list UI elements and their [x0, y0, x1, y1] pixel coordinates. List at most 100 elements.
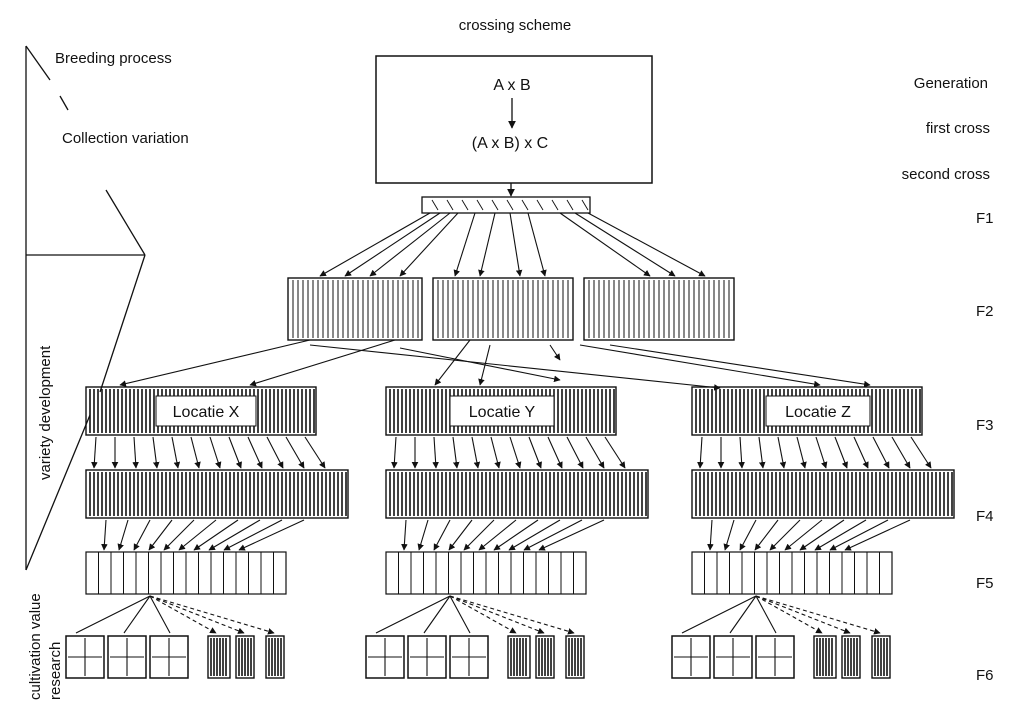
f6-bar — [507, 635, 531, 679]
f5-to-f6-dashed — [755, 595, 881, 635]
f4-row-outline — [85, 469, 349, 519]
f5-to-f6-line — [75, 595, 151, 634]
f3-to-f4-arrow — [304, 436, 326, 469]
f2-to-f3-arrow — [249, 339, 396, 387]
f6-grid — [149, 635, 189, 679]
f3-to-f4-arrow — [266, 436, 284, 469]
f3-to-f4-arrow — [796, 436, 807, 469]
f3-to-f4-arrow — [528, 436, 542, 469]
f3-to-f4-arrow — [585, 436, 605, 469]
f6-bar-outline — [871, 635, 891, 679]
f1-to-f2-arrow — [574, 212, 676, 277]
f6-grid — [65, 635, 105, 679]
f3-to-f4-arrow — [132, 436, 139, 469]
generation-f1: F1 — [976, 210, 994, 227]
f4-to-f5-arrow — [117, 519, 129, 551]
f3-to-f4-arrow — [853, 436, 869, 469]
f6-grid-outline — [407, 635, 447, 679]
f4-to-f5-arrow — [208, 519, 261, 551]
f3-row-outline — [385, 386, 617, 436]
f4-to-f5-arrow — [493, 519, 539, 551]
f4-to-f5-arrow — [148, 519, 173, 551]
f4-to-f5-arrow — [101, 519, 108, 551]
f6-grid-outline — [365, 635, 405, 679]
variety-development-label: variety development — [37, 345, 54, 480]
f3-to-f4-arrow — [452, 436, 460, 469]
f6-grid-outline — [149, 635, 189, 679]
f2-box-right-outline — [583, 277, 735, 341]
location-y-label-box — [449, 395, 555, 427]
f4-to-f5-arrow — [163, 519, 195, 551]
location-x-label: Locatie X — [173, 404, 240, 421]
f5-to-f6-dashed — [755, 595, 851, 634]
f3-to-f4-arrow — [891, 436, 911, 469]
diagram-title: crossing scheme — [459, 17, 572, 34]
left-bracket — [25, 45, 146, 571]
f6-bar-outline — [813, 635, 837, 679]
f5-to-f6-dashed — [149, 595, 275, 635]
f6-grid-outline — [107, 635, 147, 679]
f4-to-f5-arrow — [508, 519, 561, 551]
crossing-box — [375, 55, 653, 184]
first-cross-label: first cross — [926, 120, 990, 137]
f6-bar-outline — [507, 635, 531, 679]
f5-to-f6-line — [149, 595, 171, 634]
first-cross-formula: A x B — [493, 77, 530, 94]
f3-to-f4-arrow — [697, 436, 704, 469]
f1-to-f2-arrow — [478, 212, 496, 277]
f4-to-f5-arrow — [739, 519, 757, 551]
f1-tick — [431, 199, 439, 211]
f6-bar — [871, 635, 891, 679]
f4-row-outline — [691, 469, 955, 519]
f5-to-f6-line — [449, 595, 471, 634]
f5-to-f6-line — [375, 595, 451, 634]
f6-grid-outline — [755, 635, 795, 679]
f3-to-f4-arrow — [566, 436, 584, 469]
f1-to-f2-arrow — [369, 212, 451, 277]
f4-to-f5-arrow — [193, 519, 239, 551]
f1-to-f2-arrow — [344, 212, 441, 277]
f6-grid — [107, 635, 147, 679]
f6-bar — [265, 635, 285, 679]
f4-row-outline — [385, 469, 649, 519]
f2-to-f3-arrow — [579, 344, 821, 388]
f5-to-f6-dashed — [449, 595, 517, 634]
f4-row — [385, 469, 649, 519]
f3-to-f4-arrow — [815, 436, 828, 469]
f1-tick — [491, 199, 499, 211]
f3-to-f4-arrow — [152, 436, 160, 469]
f6-grid — [755, 635, 795, 679]
f6-bar — [235, 635, 255, 679]
f2-box-middle — [432, 277, 574, 341]
location-y-label: Locatie Y — [469, 404, 536, 421]
f6-grid-outline — [449, 635, 489, 679]
f2-box-left-outline — [287, 277, 423, 341]
location-group-z — [671, 386, 955, 679]
f5-to-f6-line — [755, 595, 777, 634]
f3-to-f4-arrow — [758, 436, 766, 469]
f3-to-f4-arrow — [738, 436, 745, 469]
f2-population-boxes — [287, 277, 735, 341]
f4-to-f5-arrow — [178, 519, 217, 551]
location-x-label-box — [155, 395, 257, 427]
f3-to-f4-arrow — [285, 436, 305, 469]
f4-to-f5-arrow — [401, 519, 408, 551]
f2-box-left — [287, 277, 423, 341]
f4-to-f5-arrow — [754, 519, 779, 551]
f6-bar — [535, 635, 555, 679]
f6-grid-outline — [713, 635, 753, 679]
f5-strip — [385, 551, 587, 595]
f1-tick — [521, 199, 529, 211]
f6-bar-outline — [265, 635, 285, 679]
f1-tick — [551, 199, 559, 211]
generation-f2: F2 — [976, 303, 994, 320]
f6-bar — [565, 635, 585, 679]
f4-to-f5-arrow — [463, 519, 495, 551]
f6-bar — [841, 635, 861, 679]
f3-to-f4-arrow — [391, 436, 398, 469]
f4-to-f5-arrow — [433, 519, 451, 551]
f5-to-f6-dashed — [449, 595, 575, 635]
f5-strip — [85, 551, 287, 595]
generation-f6: F6 — [976, 667, 994, 684]
